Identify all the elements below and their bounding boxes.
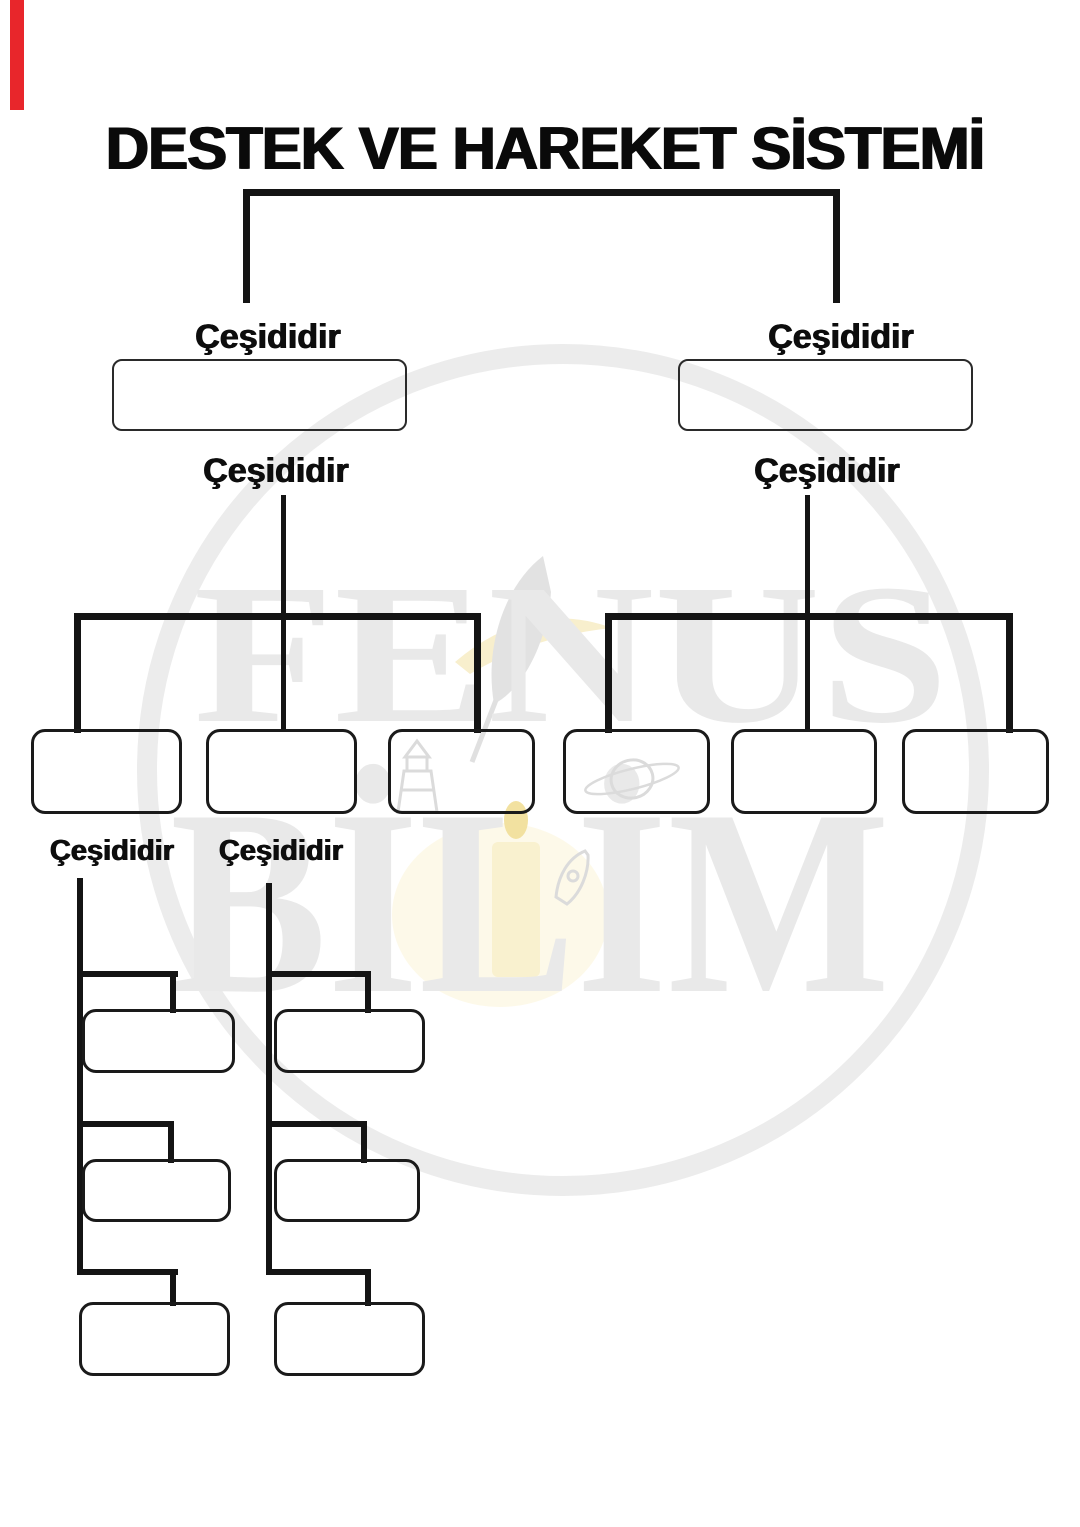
connector-rightchain-drop1	[365, 971, 371, 1013]
connector-top-horizontal	[243, 189, 840, 196]
branch-label: Çeşididir	[49, 835, 175, 867]
answer-box	[82, 1009, 235, 1073]
answer-box	[902, 729, 1049, 814]
answer-box	[79, 1302, 230, 1376]
connector-rightchain-vertical	[266, 883, 272, 1275]
answer-box	[206, 729, 357, 814]
answer-box	[274, 1302, 425, 1376]
connector-rightchain-stub2	[266, 1121, 367, 1127]
page-title: DESTEK VE HAREKET SİSTEMİ	[105, 115, 985, 182]
branch-label: Çeşididir	[218, 835, 344, 867]
connector-leftchain-drop1	[170, 971, 176, 1013]
red-edge-marker	[10, 0, 24, 110]
connector-left-bracket-v1	[74, 613, 81, 733]
connector-left-bracket-v3	[474, 613, 481, 733]
answer-box	[82, 1159, 231, 1222]
answer-box	[31, 729, 182, 814]
connector-leftchain-stub2	[77, 1121, 174, 1127]
connector-leftchain-stub3	[77, 1269, 178, 1275]
branch-label: Çeşididir	[195, 318, 341, 356]
connector-leftchain-vertical	[77, 878, 83, 1275]
connector-top-left-vertical	[243, 189, 250, 303]
connector-rightchain-drop2	[361, 1121, 367, 1163]
connector-leftchain-drop3	[170, 1269, 176, 1306]
branch-label: Çeşididir	[754, 452, 900, 490]
answer-box	[388, 729, 535, 814]
answer-box	[563, 729, 710, 814]
connector-leftchain-drop2	[168, 1121, 174, 1163]
connector-rightchain-drop3	[365, 1269, 371, 1306]
answer-box	[274, 1009, 425, 1073]
connector-rightchain-stub1	[266, 971, 371, 977]
answer-box	[731, 729, 877, 814]
branch-label: Çeşididir	[768, 318, 914, 356]
answer-box	[112, 359, 407, 431]
connector-right-bracket-v3	[1006, 613, 1013, 733]
connector-leftchain-stub1	[77, 971, 178, 977]
connector-right-bracket-v1	[605, 613, 612, 733]
branch-label: Çeşididir	[203, 452, 349, 490]
connector-left-bracket-horizontal	[74, 613, 481, 620]
connector-right-bracket-horizontal	[605, 613, 1013, 620]
answer-box	[274, 1159, 420, 1222]
connector-rightchain-stub3	[266, 1269, 371, 1275]
connector-top-right-vertical	[833, 189, 840, 303]
answer-box	[678, 359, 973, 431]
